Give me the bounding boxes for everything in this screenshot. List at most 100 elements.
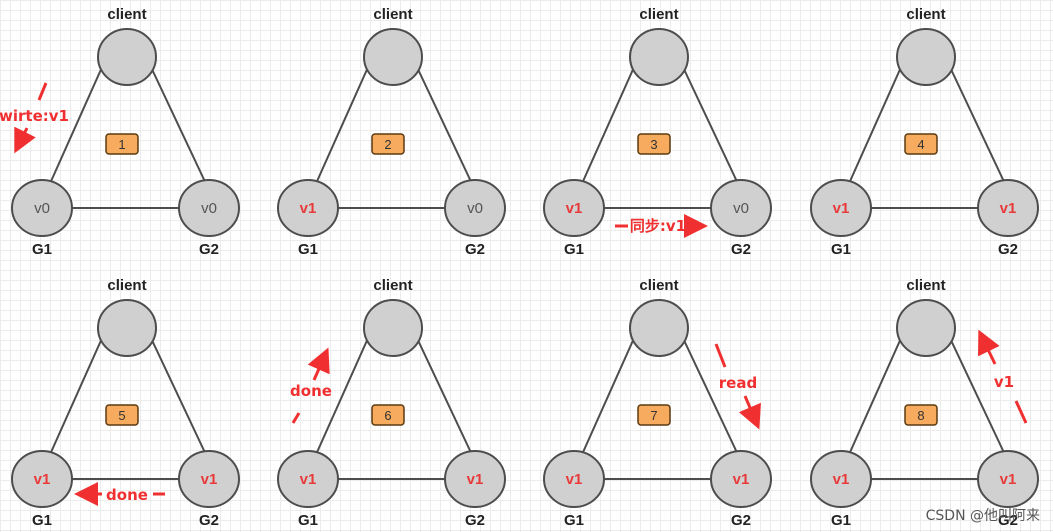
client-label: client <box>373 6 412 23</box>
client-label: client <box>107 6 146 23</box>
g2-node <box>710 179 772 237</box>
write-arrow-head <box>14 126 36 154</box>
client-label: client <box>639 6 678 23</box>
g2-label: G2 <box>998 512 1018 529</box>
g2-label: G2 <box>731 241 751 258</box>
annotation-sync: 同步:v1 <box>615 214 708 238</box>
annotation-label: v1 <box>994 373 1014 391</box>
edge-client-g1 <box>846 64 903 189</box>
annotation-done-g1-client: done <box>290 347 332 424</box>
g1-label: G1 <box>298 241 318 258</box>
edge-client-g2 <box>149 64 209 189</box>
g1-value: v1 <box>833 471 850 488</box>
client-node <box>629 28 689 86</box>
g2-node <box>444 179 506 237</box>
edge-client-g1 <box>47 335 104 460</box>
g2-value: v1 <box>467 471 484 488</box>
step-badge <box>637 133 671 155</box>
annotation-label: wirte:v1 <box>0 107 69 125</box>
client-node <box>629 299 689 357</box>
step-number: 3 <box>650 137 657 152</box>
edge-client-g2 <box>149 335 209 460</box>
edge-client-g2 <box>948 335 1008 460</box>
step-number: 5 <box>118 408 125 423</box>
client-label: client <box>107 277 146 294</box>
g2-value: v1 <box>201 471 218 488</box>
g1-node <box>543 450 605 508</box>
edge-client-g2 <box>681 335 741 460</box>
edge-client-g2 <box>681 64 741 189</box>
annotation-label: done <box>106 486 148 504</box>
done-arrow-head <box>307 347 330 381</box>
g2-label: G2 <box>465 512 485 529</box>
g1-value: v1 <box>566 471 583 488</box>
g2-label: G2 <box>199 512 219 529</box>
g2-value: v1 <box>1000 200 1017 217</box>
step-number: 7 <box>650 408 657 423</box>
read-arrow-head <box>738 395 761 430</box>
g2-node <box>977 179 1039 237</box>
step-number: 2 <box>384 137 391 152</box>
step-number: 6 <box>384 408 391 423</box>
client-node <box>97 299 157 357</box>
g2-value: v0 <box>467 200 483 217</box>
g1-label: G1 <box>564 512 584 529</box>
g1-label: G1 <box>831 241 851 258</box>
edge-client-g1 <box>846 335 903 460</box>
annotation-label: read <box>719 374 757 392</box>
edge-client-g1 <box>579 335 636 460</box>
g2-label: G2 <box>731 512 751 529</box>
client-label: client <box>373 277 412 294</box>
read-arrow-tail <box>714 343 727 368</box>
annotation-read: read <box>714 343 761 430</box>
done-arrow-tail <box>291 412 301 424</box>
g2-node <box>710 450 772 508</box>
g1-value: v0 <box>34 200 50 217</box>
edge-client-g2 <box>948 64 1008 189</box>
g1-value: v1 <box>300 471 317 488</box>
step-number: 1 <box>118 137 125 152</box>
g2-value: v0 <box>201 200 217 217</box>
g1-node <box>543 179 605 237</box>
step-badge <box>105 133 139 155</box>
g2-node <box>444 450 506 508</box>
g1-label: G1 <box>831 512 851 529</box>
step-number: 8 <box>917 408 924 423</box>
g2-node <box>178 450 240 508</box>
g2-label: G2 <box>998 241 1018 258</box>
reply-arrow-head <box>978 329 1000 365</box>
edge-client-g1 <box>579 64 636 189</box>
client-node <box>896 299 956 357</box>
step-number: 4 <box>917 137 924 152</box>
annotation-reply: v1 <box>978 329 1028 424</box>
g1-node <box>11 450 73 508</box>
edge-client-g2 <box>415 335 475 460</box>
g1-label: G1 <box>32 241 52 258</box>
annotation-done-g2-g1: done <box>74 482 165 506</box>
g2-value: v0 <box>733 200 749 217</box>
g2-label: G2 <box>465 241 485 258</box>
g2-value: v1 <box>1000 471 1017 488</box>
edge-client-g1 <box>313 335 370 460</box>
g2-value: v1 <box>733 471 750 488</box>
step-badge <box>105 404 139 426</box>
g1-value: v1 <box>34 471 51 488</box>
g1-node <box>810 179 872 237</box>
g2-label: G2 <box>199 241 219 258</box>
edge-client-g1 <box>313 64 370 189</box>
g1-node <box>277 450 339 508</box>
client-node <box>363 28 423 86</box>
step-badge <box>371 133 405 155</box>
step-badge <box>904 404 938 426</box>
client-label: client <box>639 277 678 294</box>
g2-node <box>977 450 1039 508</box>
